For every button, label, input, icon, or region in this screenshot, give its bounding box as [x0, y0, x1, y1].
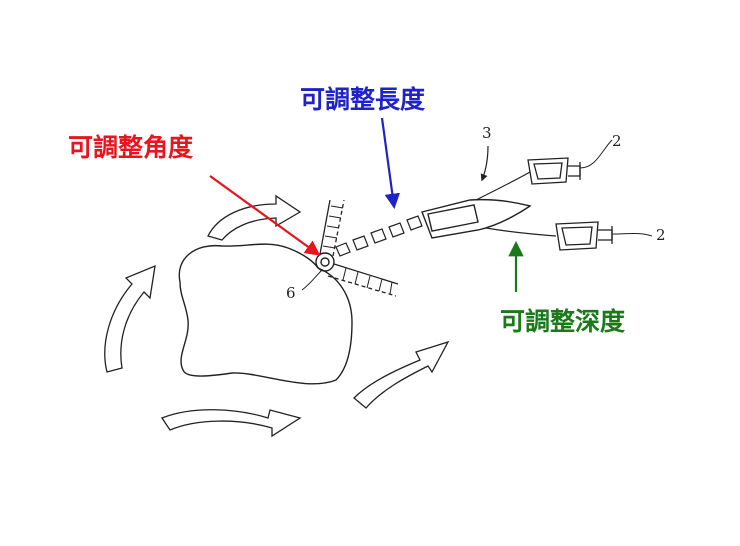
flow-arrow-bottom-left: [161, 409, 302, 438]
ref-number-6: 6: [286, 284, 296, 302]
flow-arrow-bottom-right: [353, 340, 450, 409]
label-adjust-depth: 可調整深度: [500, 307, 625, 336]
angle-arms: [319, 199, 399, 297]
arm-lower-hatch: [342, 267, 393, 295]
length-pointer-arrow: [380, 117, 400, 210]
tow-line-lower: [485, 227, 557, 237]
vessel: [421, 198, 532, 239]
length-segments: [335, 215, 423, 257]
label-adjust-angle: 可調整角度: [68, 133, 193, 162]
arm-upper-hatch: [322, 205, 344, 249]
device-upper: [527, 157, 581, 185]
flow-arrow-left: [104, 264, 156, 373]
flow-arrow-top: [207, 194, 302, 241]
pivot-hub: [315, 252, 335, 272]
angle-pointer-arrow: [209, 175, 321, 256]
arm-upper: [319, 199, 331, 255]
label-adjust-length: 可調整長度: [300, 85, 425, 114]
ref-number-3: 3: [482, 124, 492, 142]
ref-number-2-bottom: 2: [656, 226, 666, 244]
ref-6-leader: [301, 269, 323, 291]
island-outline: [178, 243, 353, 385]
tow-line-upper: [475, 171, 531, 201]
ref-number-2-top: 2: [612, 132, 622, 150]
arm-lower: [333, 263, 399, 285]
device-lower: [555, 221, 613, 251]
tow-lines: [475, 171, 557, 237]
arm-lower-edge: [327, 275, 397, 297]
ref-3-arrow: [480, 145, 489, 182]
ref-2-top-leader: [579, 139, 613, 169]
vessel-deck: [427, 204, 479, 232]
ref-2-bottom-leader: [611, 233, 653, 237]
flow-arrows: [104, 194, 450, 438]
vessel-hull: [421, 198, 532, 239]
